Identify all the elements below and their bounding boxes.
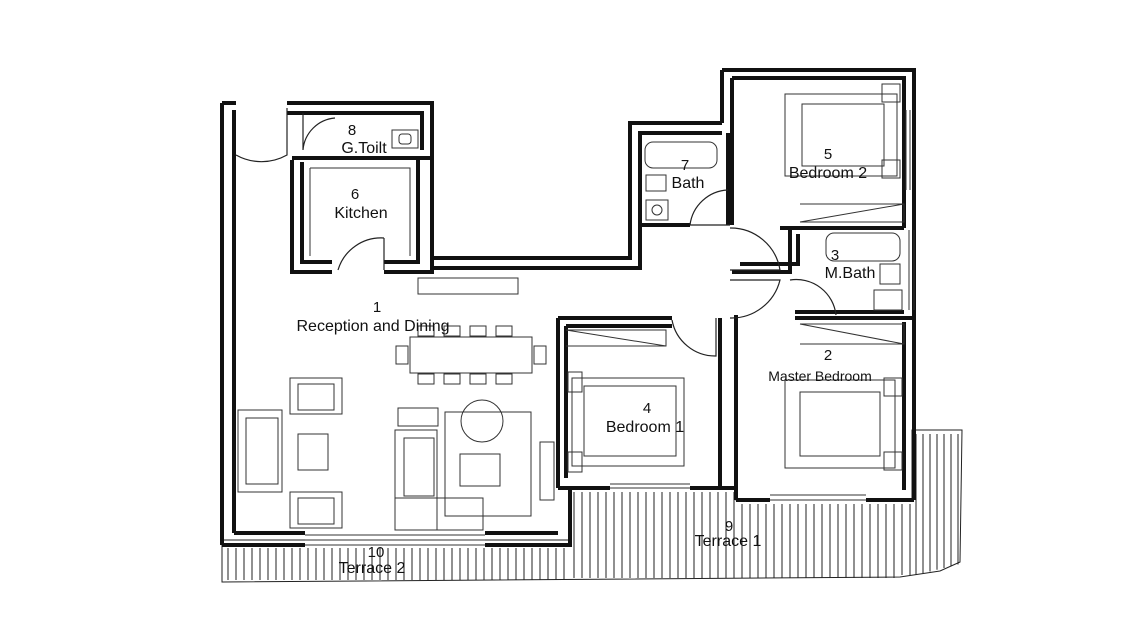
ottoman [459, 453, 501, 487]
armchair-top-seat [297, 383, 335, 411]
master-nightstand-bottom [883, 451, 903, 471]
l-sofa-seat [403, 437, 435, 497]
label-name-kitchen: Kitchen [334, 205, 387, 222]
wall-kitchen-right [384, 160, 420, 264]
bed1-nightstand-bottom [567, 451, 583, 473]
bed2-nightstand-top [881, 83, 901, 103]
doors [235, 108, 837, 357]
label-name-bath: Bath [672, 175, 705, 192]
label-name-bedroom-2: Bedroom 2 [789, 165, 867, 182]
tv-unit [539, 441, 555, 501]
label-number-terrace-2: 10 [368, 544, 385, 561]
label-name-terrace-2: Terrace 2 [339, 560, 406, 577]
door-corridor [729, 227, 781, 271]
bed1-nightstand-top [567, 371, 583, 393]
label-name-guest-toilet: G.Toilt [341, 140, 387, 157]
label-number-bath: 7 [681, 157, 689, 174]
bathtub-mbath [825, 232, 901, 262]
bath-sink [645, 199, 669, 221]
window-master [770, 494, 866, 501]
armchair-top [289, 377, 343, 415]
console-table [397, 407, 439, 427]
dining-chairs [395, 325, 547, 385]
fixtures [391, 129, 903, 311]
door-bath [689, 189, 730, 226]
window-mbath [908, 230, 915, 310]
label-number-terrace-1: 9 [725, 518, 733, 535]
door-entry [235, 108, 288, 163]
bed1-wardrobe [565, 329, 667, 347]
label-name-reception: Reception and Dining [297, 318, 450, 335]
label-name-terrace-1: Terrace 1 [695, 533, 762, 550]
door-toilet [302, 113, 336, 151]
furniture [237, 83, 905, 531]
wall-bed2-outer [722, 68, 916, 315]
label-number-bedroom-1: 4 [643, 400, 651, 417]
terrace-hatching [221, 429, 963, 583]
side-sofa-seat [245, 417, 279, 485]
l-sofa-bottom [394, 497, 484, 531]
window-reception-bottom [305, 534, 485, 546]
wall-reception-bottom [222, 488, 572, 547]
l-sofa [394, 429, 438, 531]
bed2-frame [784, 93, 898, 177]
coffee-table-left [297, 433, 329, 471]
mbath-toilet [879, 263, 901, 285]
bed2-wardrobe [799, 203, 905, 223]
bath-sink-basin [651, 204, 663, 216]
wall-toilet-inner [287, 111, 424, 150]
bed2-mattress [801, 103, 885, 167]
armchair-bottom [289, 491, 343, 529]
label-number-master-bedroom: 2 [824, 347, 832, 364]
door-mbath [789, 278, 837, 316]
bed2-nightstand-bottom [881, 159, 901, 179]
window-bed1 [610, 483, 690, 489]
rug [444, 411, 532, 517]
door-corridor-2 [729, 279, 781, 319]
terrace-hatch-lines [227, 434, 959, 580]
master-wardrobe [799, 323, 905, 345]
master-bed-frame [784, 379, 896, 469]
wall-kitchen-bottom [384, 131, 722, 274]
window-bed2 [905, 110, 911, 190]
wall-bed2-inner [732, 76, 906, 228]
armchair-bottom-seat [297, 497, 335, 525]
label-number-bedroom-2: 5 [824, 146, 832, 163]
label-number-master-bath: 3 [831, 247, 839, 264]
wall-kitchen-left [290, 160, 332, 274]
door-kitchen [337, 237, 385, 271]
wall-toilet-top [287, 101, 434, 268]
round-table [460, 399, 504, 443]
bath-toilet [645, 174, 667, 192]
dining-table [409, 336, 533, 374]
label-name-master-bath: M.Bath [825, 265, 876, 282]
master-bed-mattress [799, 391, 881, 457]
toilet-sink [391, 129, 419, 149]
wall-mbath-inner [740, 234, 800, 266]
terrace-outline [221, 429, 963, 583]
label-number-kitchen: 6 [351, 186, 359, 203]
toilet-sink-basin [398, 133, 412, 145]
wall-corridor [432, 121, 722, 260]
wall-mbath-top [732, 228, 792, 274]
label-name-master-bedroom: Master Bedroom [768, 368, 871, 384]
kitchen-counter [309, 167, 411, 256]
mbath-sink [873, 289, 903, 311]
room-labels: 8 G.Toilt 6 Kitchen 7 Bath 5 Bedroom 2 3… [297, 122, 876, 577]
bathtub-bath [644, 141, 718, 169]
label-number-reception: 1 [373, 299, 381, 316]
side-sofa [237, 409, 283, 493]
master-nightstand-top [883, 377, 903, 397]
label-number-guest-toilet: 8 [348, 122, 356, 139]
door-bed1 [671, 318, 717, 357]
bed1-frame [571, 377, 685, 467]
walls [220, 68, 916, 547]
label-name-bedroom-1: Bedroom 1 [606, 419, 684, 436]
wall-kitchen-left-inner [300, 162, 332, 264]
window-corridor [417, 277, 519, 295]
bed1-mattress [583, 385, 677, 457]
windows [305, 110, 915, 546]
